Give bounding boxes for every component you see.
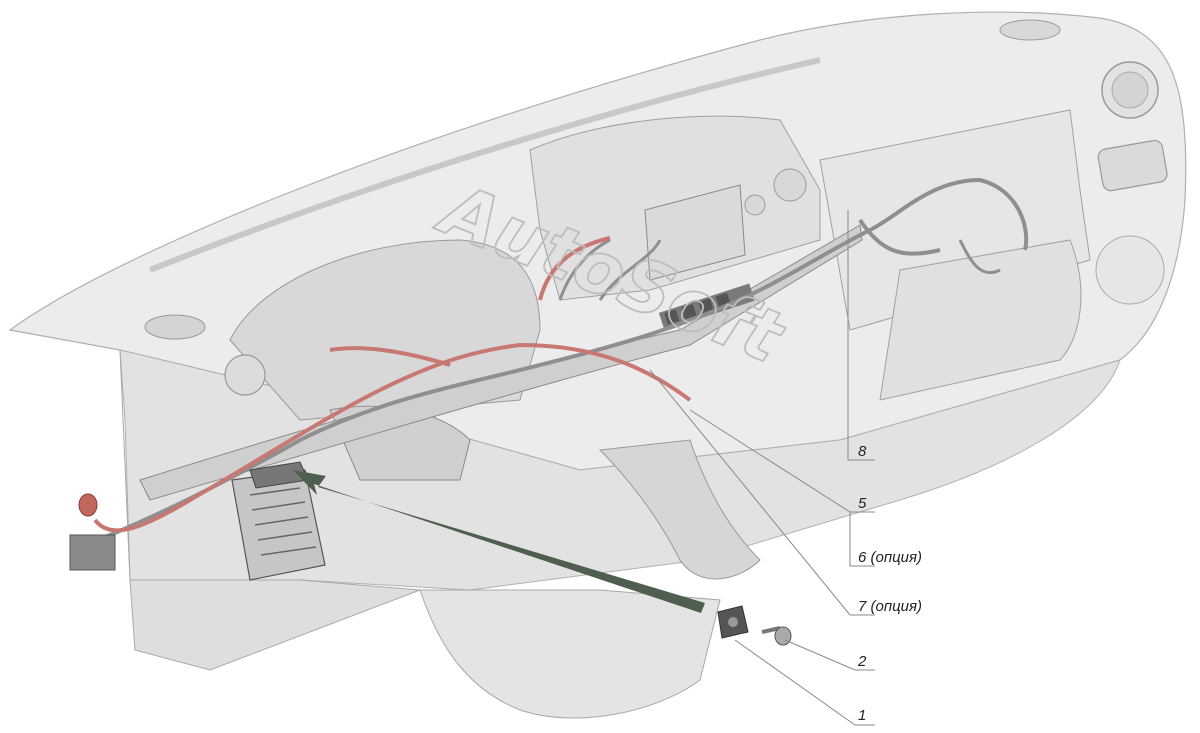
callout-1: 1 [858,707,867,724]
left-cupholder [144,314,206,340]
instrument-cluster-hood [229,239,541,421]
wiring-branch-gray [558,238,1001,301]
part-2-screw [761,626,792,646]
lower-console-panel [419,589,721,719]
part-1-bracket [717,605,749,639]
center-console-bezel [598,439,761,580]
left-air-vent [224,354,266,396]
wiring-harness-red [93,236,692,533]
left-side-panel [119,349,421,671]
right-rect-vent [1097,139,1168,192]
leader-lines [649,210,875,726]
glovebox [879,239,1082,401]
callout-5: 5 [858,495,867,512]
leader-8 [847,210,875,461]
wiring-harness-gray [84,177,1029,547]
switch-block [658,283,755,330]
defroster-strip [148,57,821,273]
leader-7 [649,369,875,616]
harness-grommet [78,493,98,517]
right-air-vent-inner [1111,71,1149,109]
left-connector [69,534,116,571]
fuse-relay-box [231,461,326,581]
center-vent-left [773,168,807,202]
callout-8: 8 [858,443,867,460]
right-lower-round [1095,235,1165,305]
display-screen [644,184,746,281]
callout-7: 7 (опция) [858,598,923,615]
right-cupholder [999,19,1061,41]
center-vent-small [744,194,766,216]
callout-6: 6 (опция) [858,549,923,566]
pointer-arrow [293,470,705,613]
callout-2: 2 [858,653,867,670]
leader-2 [784,639,875,671]
leader-6 [849,512,875,567]
leader-1 [734,639,875,726]
